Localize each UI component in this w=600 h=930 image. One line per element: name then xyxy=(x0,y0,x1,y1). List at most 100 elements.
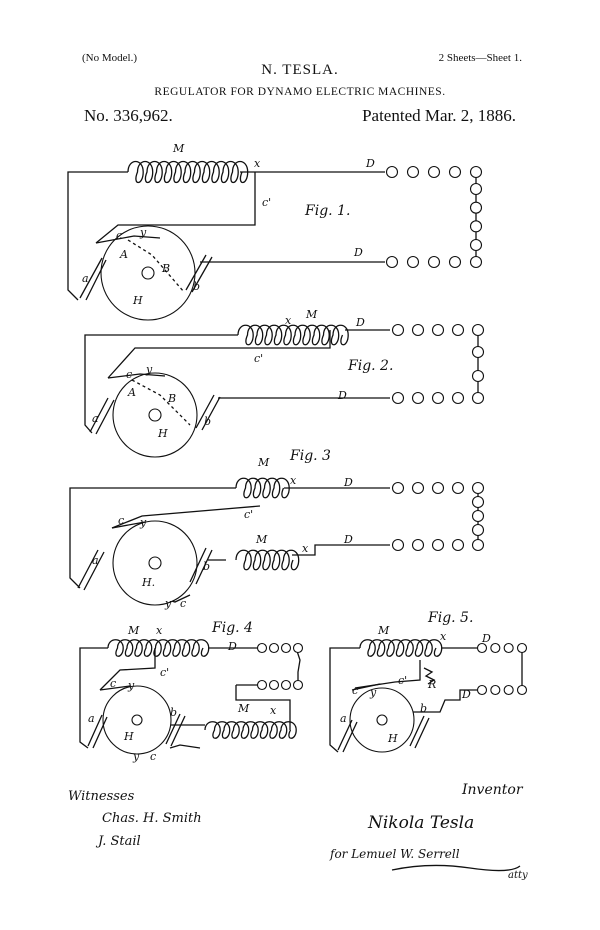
label-c-fig4-lower: c xyxy=(150,750,156,763)
label-cprime-fig2: c' xyxy=(254,352,263,365)
armature-shaft-fig5 xyxy=(376,714,388,726)
fig-1-caption: Fig. 1. xyxy=(304,203,350,219)
lamp-row-fig1-bottom xyxy=(385,255,483,269)
brush-b-fig4 xyxy=(165,713,186,747)
brush-a-fig2 xyxy=(89,397,115,435)
lamp xyxy=(471,391,485,405)
label-A-fig2: A xyxy=(127,386,136,399)
figure-3: M x D c' c y M x D a b H. y c Fig. 3 xyxy=(69,448,485,610)
lamp xyxy=(448,255,462,269)
witnesses-label: Witnesses xyxy=(68,789,135,804)
fig-2-caption: Fig. 2. xyxy=(347,358,393,374)
label-y-fig1: y xyxy=(139,226,147,239)
fig-5-caption: Fig. 5. xyxy=(427,610,473,626)
label-H-fig3: H. xyxy=(141,576,155,589)
label-D-fig2-top: D xyxy=(355,316,365,329)
figure-2: M x D c' c y A B a b H D Fig. 2. xyxy=(84,308,485,458)
label-b-fig4: b xyxy=(170,706,177,719)
label-b-fig1: b xyxy=(193,280,200,293)
label-cprime-fig3: c' xyxy=(244,508,253,521)
armature-shaft-fig2 xyxy=(148,408,162,422)
lamp xyxy=(391,323,405,337)
label-x-fig4-lower: x xyxy=(270,704,277,717)
label-M-fig5: M xyxy=(377,624,390,637)
lamp xyxy=(391,391,405,405)
lamp-column-fig3 xyxy=(471,495,485,537)
lamp xyxy=(406,255,420,269)
label-a-fig5: a xyxy=(340,712,347,725)
label-D-fig4: D xyxy=(227,640,237,653)
label-y-fig4-lower: y xyxy=(132,750,140,763)
lamp xyxy=(431,391,445,405)
label-x-fig3-upper: x xyxy=(290,474,297,487)
lamp xyxy=(448,165,462,179)
label-b-fig3: b xyxy=(203,560,210,573)
lamp xyxy=(471,323,485,337)
figure-1: M x D c' c y A B a b H D Fig. 1. xyxy=(67,142,483,321)
lamp xyxy=(411,391,425,405)
brush-a-fig1 xyxy=(79,257,107,301)
label-B-fig2: B xyxy=(167,392,176,405)
lamp xyxy=(268,679,280,691)
label-y-fig3: y xyxy=(139,516,147,529)
sheet-number: 2 Sheets—Sheet 1. xyxy=(438,52,522,64)
resistance-R-fig5 xyxy=(423,667,436,685)
lamp-row-fig4-top xyxy=(256,642,304,654)
label-H-fig4: H xyxy=(123,730,134,743)
label-y-fig4: y xyxy=(127,679,135,692)
label-H-fig1: H xyxy=(132,294,143,307)
lamp xyxy=(411,323,425,337)
label-D-fig2-bottom: D xyxy=(337,389,347,402)
label-c-fig4: c xyxy=(110,677,116,690)
coil-M-fig4-upper xyxy=(107,639,210,657)
lamp xyxy=(256,679,268,691)
label-x-fig3-lower: x xyxy=(302,542,309,555)
lamp xyxy=(451,323,465,337)
label-cprime-fig1: c' xyxy=(262,196,271,209)
label-x-fig4-upper: x xyxy=(156,624,163,637)
lamp-row-fig2-top xyxy=(391,323,485,337)
witness-2-signature: J. Stail xyxy=(95,834,141,849)
label-a-fig2: a xyxy=(92,412,99,425)
label-M-fig3-upper: M xyxy=(257,456,270,469)
lamp xyxy=(406,165,420,179)
brush-c-fig4 xyxy=(99,685,131,691)
label-H-fig5: H xyxy=(387,732,398,745)
coil-M-fig2 xyxy=(237,324,349,346)
lamp xyxy=(280,679,292,691)
label-y-fig5: y xyxy=(369,686,377,699)
label-H-fig2: H xyxy=(157,427,168,440)
lamp xyxy=(503,684,514,696)
lamp-row-fig4-bottom xyxy=(256,679,304,691)
lamp xyxy=(431,323,445,337)
lamp xyxy=(471,369,485,383)
patent-title: REGULATOR FOR DYNAMO ELECTRIC MACHINES. xyxy=(154,86,446,98)
brush-c-fig1 xyxy=(95,235,161,244)
lamp xyxy=(469,201,483,214)
brush-c-fig5 xyxy=(351,683,381,691)
label-M-fig2: M xyxy=(305,308,318,321)
brush-b-fig2 xyxy=(195,394,221,431)
label-B-fig1: B xyxy=(161,262,170,275)
label-x-fig5: x xyxy=(440,630,447,643)
signature-flourish xyxy=(391,864,521,872)
brush-a-fig4 xyxy=(87,714,108,749)
fig-3-caption: Fig. 3 xyxy=(289,448,331,464)
label-c-fig5: c xyxy=(352,684,358,697)
lamp xyxy=(471,523,485,537)
no-model-note: (No Model.) xyxy=(82,52,137,64)
label-D-fig1-bottom: D xyxy=(353,246,363,259)
lamp xyxy=(451,391,465,405)
lamp xyxy=(469,238,483,252)
lamp-row-fig3-bottom xyxy=(391,538,485,552)
lamp xyxy=(292,679,304,691)
inventor-label: Inventor xyxy=(461,782,524,798)
lamp xyxy=(516,684,528,696)
brush-b-fig5 xyxy=(409,715,430,749)
lamp-row-fig1-top xyxy=(385,165,483,179)
label-c-fig1: c xyxy=(116,229,122,242)
lamp xyxy=(391,538,405,552)
lamp xyxy=(411,538,425,552)
inventor-name: N. TESLA. xyxy=(261,62,339,78)
